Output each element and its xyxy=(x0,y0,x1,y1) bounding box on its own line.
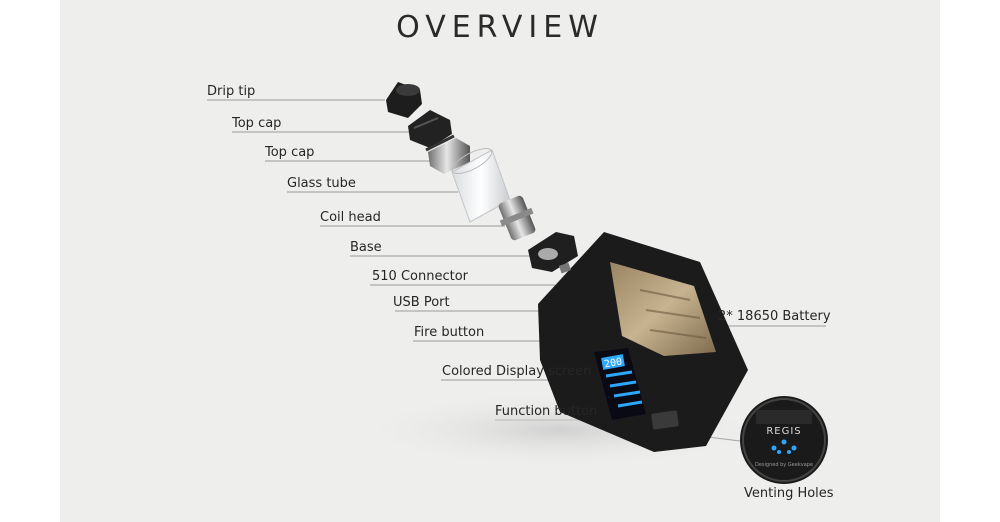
function-button-shape xyxy=(651,410,679,430)
label-battery: 2* 18650 Battery xyxy=(718,309,831,324)
label-display-screen: Colored Display screen xyxy=(442,364,592,379)
badge-subtext: Designed by Geekvape xyxy=(755,462,813,468)
usb-port-icon xyxy=(558,262,572,274)
venting-holes-badge xyxy=(740,396,828,484)
top-cap-part xyxy=(408,110,452,148)
base-part xyxy=(528,232,578,272)
top-cap-ring-part xyxy=(425,134,470,174)
badge-brand: REGIS xyxy=(766,426,801,437)
device-body xyxy=(538,232,748,452)
label-drip-tip: Drip tip xyxy=(207,84,256,99)
drip-tip-part xyxy=(386,82,422,118)
label-coil-head: Coil head xyxy=(320,210,381,225)
label-top-cap-ring: Top cap xyxy=(265,145,315,160)
label-function-button: Function button xyxy=(495,404,598,419)
screen-value: 200 xyxy=(603,356,623,370)
label-usb-port: USB Port xyxy=(393,295,450,310)
label-glass-tube: Glass tube xyxy=(287,176,356,191)
snake-skin-panel xyxy=(610,262,716,356)
label-top-cap: Top cap xyxy=(232,116,282,131)
page-title: OVERVIEW xyxy=(396,10,604,45)
label-venting-holes: Venting Holes xyxy=(744,486,834,501)
label-fire-button: Fire button xyxy=(414,325,485,340)
label-510-connector: 510 Connector xyxy=(372,269,468,284)
coil-head-part xyxy=(498,195,536,241)
label-base: Base xyxy=(350,240,382,255)
display-screen xyxy=(594,348,646,420)
